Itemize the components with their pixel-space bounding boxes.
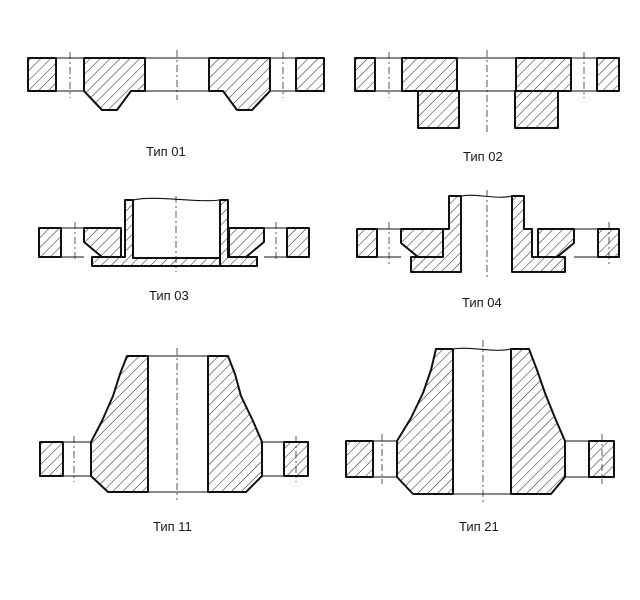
flange-type-04 [356, 190, 620, 278]
flange-type-11 [39, 348, 309, 500]
caption-type-11: Тип 11 [153, 519, 192, 534]
flange-type-02 [354, 50, 620, 132]
caption-type-03: Тип 03 [149, 288, 189, 303]
flange-type-03 [38, 196, 310, 272]
flange-type-01 [27, 50, 325, 111]
caption-type-21: Тип 21 [459, 519, 499, 534]
caption-type-04: Тип 04 [462, 295, 502, 310]
caption-type-01: Тип 01 [146, 144, 186, 159]
caption-type-02: Тип 02 [463, 149, 503, 164]
flange-type-21 [345, 340, 615, 502]
